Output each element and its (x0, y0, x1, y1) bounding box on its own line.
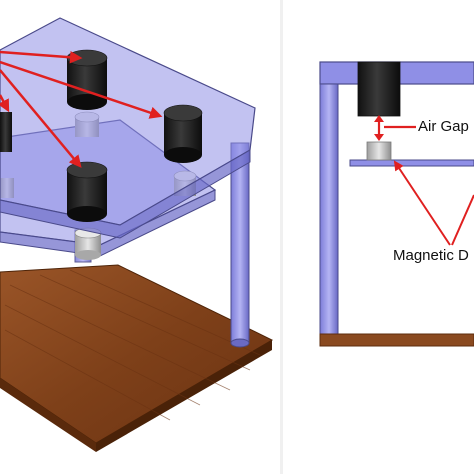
isometric-view (0, 17, 274, 452)
top-plate (0, 17, 256, 239)
steel-disc (74, 227, 102, 260)
magnet (66, 49, 108, 110)
side-wooden-base (319, 333, 474, 347)
air-gap-label: Air Gap (418, 118, 469, 135)
side-steel-disc (366, 141, 392, 161)
magnet (66, 161, 108, 222)
magnet (163, 104, 203, 163)
panel-divider (280, 0, 283, 474)
side-floating-plate (349, 159, 474, 167)
support-rod-front-right (230, 142, 250, 348)
double-headed-arrow (374, 115, 416, 141)
magnet (0, 112, 12, 152)
wooden-base (0, 264, 274, 452)
magnetic-disc-pointer (393, 160, 474, 246)
side-magnet (357, 61, 401, 117)
magnetic-disc-label: Magnetic D (393, 247, 469, 264)
side-view (319, 61, 474, 347)
side-support-rod (319, 83, 339, 335)
red-pointer-arrows (0, 50, 163, 168)
